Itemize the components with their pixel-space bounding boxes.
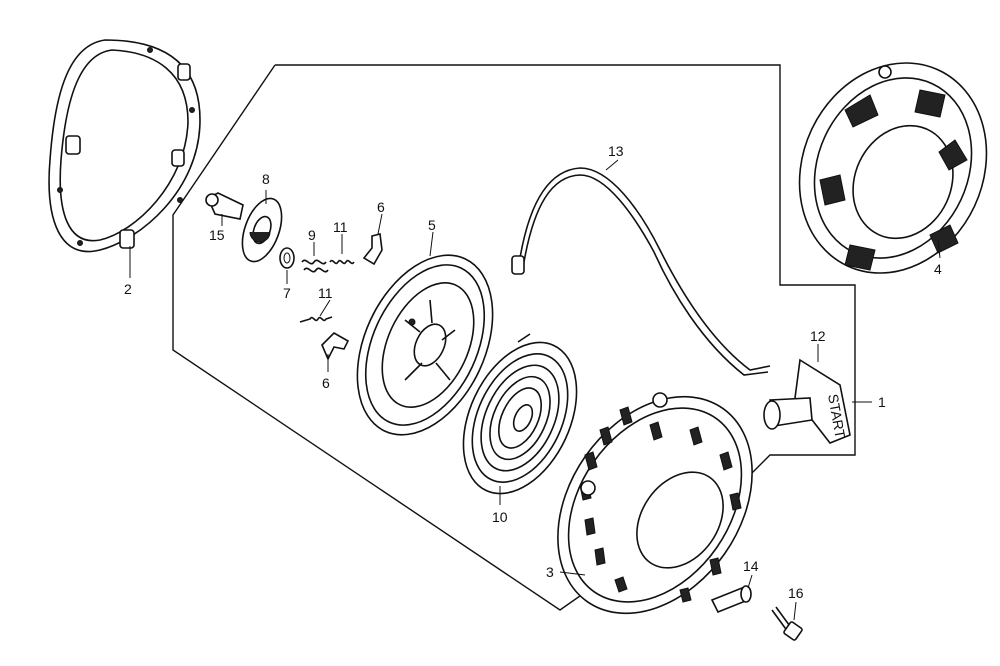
callout-12: 12: [810, 328, 826, 344]
callout-6-upper: 6: [377, 199, 385, 215]
handle-start-text: START: [825, 393, 849, 440]
callout-11-upper: 11: [333, 219, 348, 235]
starter-case-part-3: [557, 392, 753, 615]
callout-1: 1: [878, 394, 886, 410]
bolt-part-16: [771, 606, 803, 641]
small-spring-11b: [299, 316, 333, 323]
starter-rope-part-13: [511, 167, 771, 376]
callout-14: 14: [743, 558, 759, 574]
callout-4: 4: [934, 261, 942, 277]
callout-8: 8: [262, 171, 270, 187]
callout-labels: 2 8 15 7 9 11 11 6 6 5 13 10 3 12 1 4 14…: [124, 143, 942, 601]
callout-2: 2: [124, 281, 132, 297]
callout-11-lower: 11: [318, 285, 333, 301]
reel-part-5: [356, 254, 494, 436]
callout-10: 10: [492, 509, 508, 525]
gasket-ring-part: [48, 39, 201, 253]
callout-13: 13: [608, 143, 624, 159]
ratchet-part-8: [241, 197, 283, 263]
callout-3: 3: [546, 564, 554, 580]
callout-15: 15: [209, 227, 225, 243]
callout-6-lower: 6: [322, 375, 330, 391]
small-spring-11a: [329, 259, 355, 265]
collar-part-14: [710, 585, 752, 614]
bolt-part-15: [205, 192, 244, 220]
spring-part-9: [301, 259, 329, 273]
washer-part-7: [279, 247, 295, 269]
assembly-boundary: [172, 64, 856, 611]
leader-lines: [129, 159, 941, 621]
callout-5: 5: [428, 217, 436, 233]
outer-cover-part: [798, 62, 988, 274]
callout-9: 9: [308, 227, 316, 243]
pawl-part-6b: [321, 332, 350, 361]
callout-7: 7: [283, 285, 291, 301]
callout-16: 16: [788, 585, 804, 601]
starter-grip-part-12: START: [763, 358, 851, 444]
recoil-spring-part-10: [462, 333, 578, 495]
pawl-part-6a: [362, 233, 383, 266]
